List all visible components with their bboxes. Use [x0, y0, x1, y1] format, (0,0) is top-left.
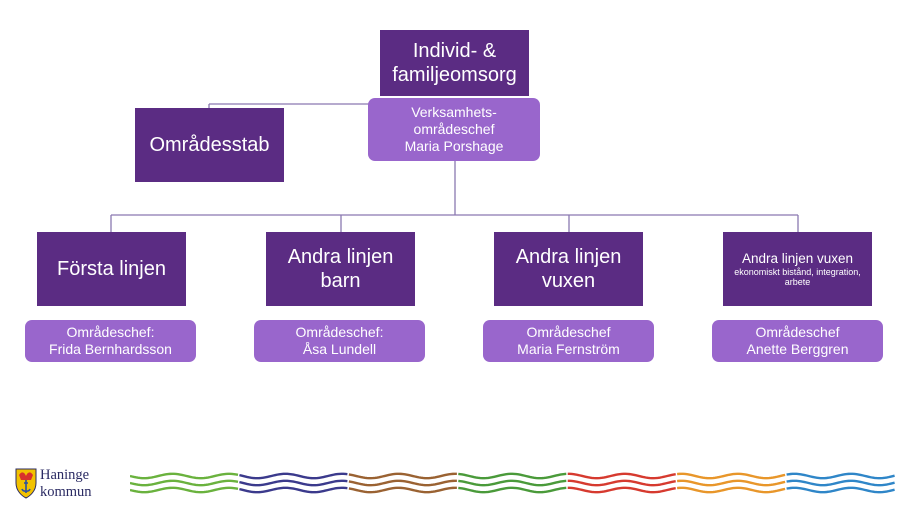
wave-stripes-decoration — [130, 472, 895, 494]
unit-box-2: Andra linjen barn — [266, 232, 415, 306]
chief-name-4: Anette Berggren — [746, 341, 849, 357]
unit-title-3: Andra linjen vuxen — [515, 246, 622, 292]
department-title: Individ- & familjeomsorg — [392, 40, 517, 86]
municipality-logo-text: Haninge kommun — [40, 467, 92, 501]
unit-title-1: Första linjen — [57, 258, 166, 280]
top-department-box: Individ- & familjeomsorg — [380, 30, 529, 96]
unit-box-1: Första linjen — [37, 232, 186, 306]
wave-stripe — [348, 472, 457, 480]
head-chief-line2: områdeschef — [413, 121, 495, 137]
unit-subtitle-4: ekonomiskt bistånd, integration, arbete — [734, 267, 861, 287]
wave-stripe — [130, 472, 239, 480]
wave-stripe — [239, 479, 348, 487]
wave-stripe — [458, 479, 567, 487]
wave-stripe — [786, 472, 895, 480]
wave-stripe — [676, 486, 786, 494]
wave-stripe — [567, 472, 676, 480]
wave-stripe — [676, 479, 786, 487]
logo-line1: Haninge — [40, 467, 90, 483]
head-chief-box: Verksamhets- områdeschef Maria Porshage — [368, 98, 540, 161]
wave-stripe — [130, 479, 239, 487]
chief-box-3: Områdeschef Maria Fernström — [483, 320, 654, 362]
wave-stripe — [458, 472, 567, 480]
wave-stripe — [786, 486, 895, 494]
wave-stripe — [458, 486, 567, 494]
wave-stripe — [348, 479, 457, 487]
wave-stripe — [130, 486, 239, 494]
chief-box-4: Områdeschef Anette Berggren — [712, 320, 883, 362]
chief-name-1: Frida Bernhardsson — [49, 341, 172, 357]
unit-title-4: Andra linjen vuxen — [741, 251, 854, 266]
head-chief-line1: Verksamhets- — [411, 104, 497, 120]
unit-box-3: Andra linjen vuxen — [494, 232, 643, 306]
chief-title-3: Områdeschef — [526, 324, 611, 340]
wave-stripe — [676, 472, 786, 480]
chief-box-1: Områdeschef: Frida Bernhardsson — [25, 320, 196, 362]
chief-box-2: Områdeschef: Åsa Lundell — [254, 320, 425, 362]
head-chief-name: Maria Porshage — [404, 138, 504, 154]
chief-title-2: Områdeschef: — [295, 324, 384, 340]
staff-box: Områdesstab — [135, 108, 284, 182]
coat-of-arms-icon — [15, 468, 37, 499]
chief-title-4: Områdeschef — [755, 324, 840, 340]
chief-title-1: Områdeschef: — [66, 324, 155, 340]
logo-line2: kommun — [40, 484, 92, 500]
staff-label: Områdesstab — [149, 134, 270, 156]
chief-name-3: Maria Fernström — [517, 341, 620, 357]
wave-stripe — [567, 486, 676, 494]
unit-box-4: Andra linjen vuxen ekonomiskt bistånd, i… — [723, 232, 872, 306]
wave-stripe — [786, 479, 895, 487]
wave-stripe — [567, 479, 676, 487]
unit-title-2: Andra linjen barn — [287, 246, 394, 292]
wave-stripe — [239, 486, 348, 494]
wave-stripe — [348, 486, 457, 494]
chief-name-2: Åsa Lundell — [302, 341, 377, 357]
wave-stripe — [239, 472, 348, 480]
